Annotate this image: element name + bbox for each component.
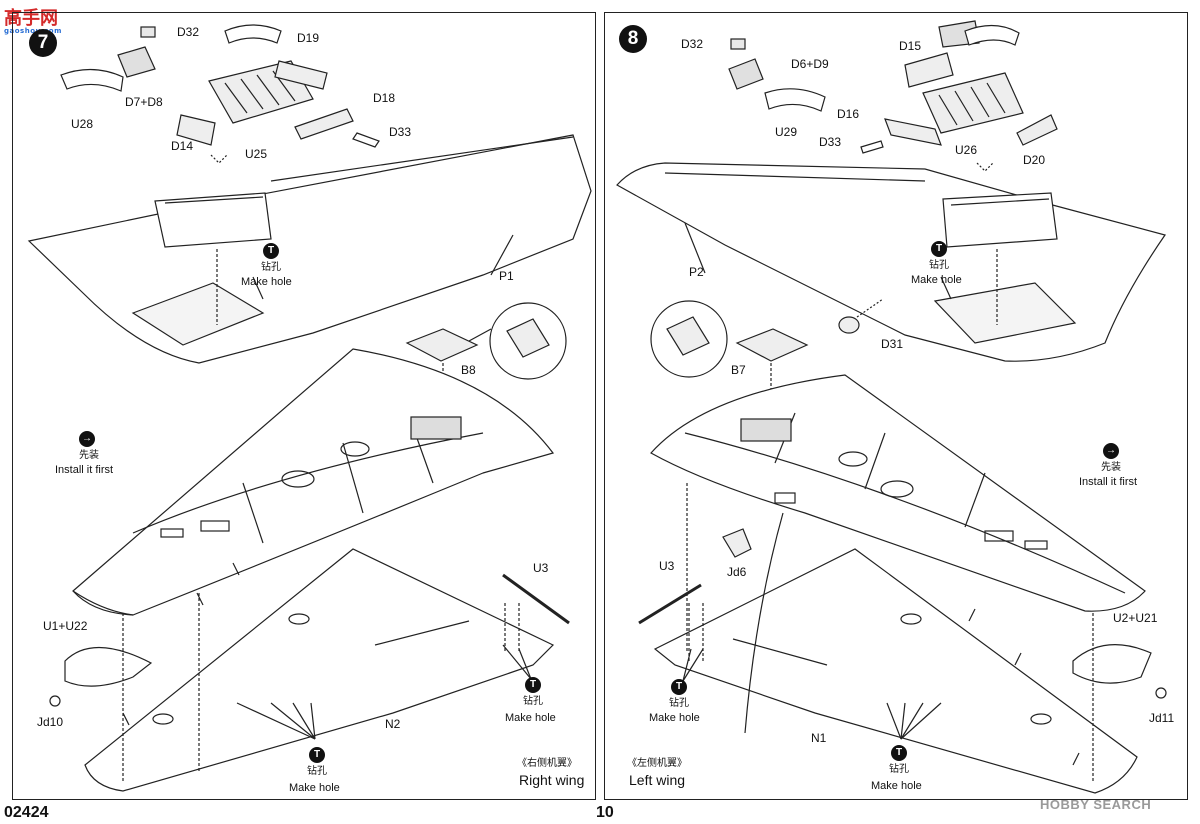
part-label-u3: U3 <box>659 559 675 573</box>
install-first-icon: → <box>79 431 95 447</box>
middle-wing-part <box>72 348 555 616</box>
small-parts-group <box>728 20 1058 172</box>
wing-caption-zh: 《左侧机翼》 <box>627 758 687 769</box>
upper-wing-part <box>616 162 1166 362</box>
part-label-b8: B8 <box>461 363 476 377</box>
make-hole-zh-label: 钻孔 <box>261 262 281 273</box>
part-label-p1: P1 <box>499 269 514 283</box>
install-first-icon: → <box>1103 443 1119 459</box>
logo-subtext: gaoshou.com <box>4 27 62 35</box>
make-hole-zh-label: 钻孔 <box>669 698 689 709</box>
part-label-u2-u21: U2+U21 <box>1113 611 1158 625</box>
right-wing-assembly-drawing <box>27 24 592 792</box>
part-label-u1-u22: U1+U22 <box>43 619 88 633</box>
drill-hole-icon: T <box>891 745 907 761</box>
part-label-jd10: Jd10 <box>37 715 64 729</box>
part-label-d32: D32 <box>681 37 704 51</box>
drill-hole-icon: T <box>525 677 541 693</box>
drill-hole-icon: T <box>263 243 279 259</box>
part-label-d16: D16 <box>837 107 860 121</box>
make-hole-label: Make hole <box>649 712 700 724</box>
part-label-d6-d9: D6+D9 <box>791 57 829 71</box>
make-hole-label: Make hole <box>241 276 292 288</box>
part-label-u26: U26 <box>955 143 978 157</box>
lower-wing-part <box>653 548 1138 794</box>
step-number-badge: 8 <box>619 25 647 53</box>
part-label-d19: D19 <box>297 31 320 45</box>
hobby-search-watermark: HOBBY SEARCH <box>1040 797 1152 812</box>
drill-hole-icon: T <box>931 241 947 257</box>
product-code: 02424 <box>4 804 49 821</box>
make-hole-label: Make hole <box>911 274 962 286</box>
step-number-badge: 7 <box>29 29 57 57</box>
part-label-jd11: Jd11 <box>1149 711 1175 725</box>
part-label-p2: P2 <box>689 265 704 279</box>
part-label-u29: U29 <box>775 125 798 139</box>
wing-caption: Right wing <box>519 772 585 788</box>
part-label-u25: U25 <box>245 147 268 161</box>
drill-hole-icon: T <box>309 747 325 763</box>
make-hole-zh-label: 钻孔 <box>523 696 543 707</box>
lower-wing-part <box>84 548 555 792</box>
left-wing-assembly-drawing <box>616 20 1167 794</box>
step-7-panel: 7 D32 D19 D7+D8 U28 D18 D14 U25 D33 P1 B… <box>12 12 596 800</box>
part-label-d7-d8: D7+D8 <box>125 95 163 109</box>
part-label-d32: D32 <box>177 25 200 39</box>
part-label-d20: D20 <box>1023 153 1046 167</box>
part-label-n1: N1 <box>811 731 827 745</box>
part-label-d33: D33 <box>389 125 412 139</box>
install-first-zh-label: 先装 <box>1101 462 1121 473</box>
wing-caption: Left wing <box>629 772 686 788</box>
make-hole-zh-label: 钻孔 <box>929 260 949 271</box>
make-hole-label: Make hole <box>871 780 922 792</box>
make-hole-zh-label: 钻孔 <box>307 766 327 777</box>
part-label-n2: N2 <box>385 717 401 731</box>
install-first-label: Install it first <box>1079 476 1138 488</box>
part-label-u28: U28 <box>71 117 94 131</box>
page-number: 10 <box>596 804 614 821</box>
upper-wing-part <box>27 134 592 364</box>
part-label-d31: D31 <box>881 337 904 351</box>
part-label-d15: D15 <box>899 39 922 53</box>
part-label-d14: D14 <box>171 139 194 153</box>
wing-caption-zh: 《右侧机翼》 <box>517 758 577 769</box>
part-label-jd6: Jd6 <box>727 565 747 579</box>
part-label-u3: U3 <box>533 561 549 575</box>
install-first-label: Install it first <box>55 464 114 476</box>
site-logo-watermark: 高手网 gaoshou.com <box>4 4 62 35</box>
part-label-d18: D18 <box>373 91 396 105</box>
step-8-panel: 8 D32 D6+D9 D15 U29 D16 D33 U26 D20 P2 D… <box>604 12 1188 800</box>
make-hole-label: Make hole <box>505 712 556 724</box>
part-label-d33: D33 <box>819 135 842 149</box>
middle-wing-part <box>650 374 1146 612</box>
small-parts-group <box>60 24 380 164</box>
install-first-zh-label: 先装 <box>79 450 99 461</box>
logo-text: 高手网 <box>4 8 58 29</box>
part-label-b7: B7 <box>731 363 746 377</box>
drill-hole-icon: T <box>671 679 687 695</box>
make-hole-zh-label: 钻孔 <box>889 764 909 775</box>
make-hole-label: Make hole <box>289 782 340 794</box>
